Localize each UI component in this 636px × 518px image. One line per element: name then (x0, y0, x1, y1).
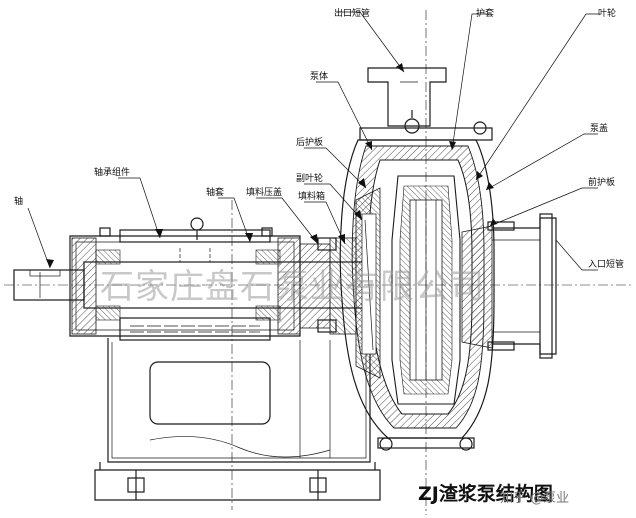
label-stuffing-box: 填料箱 (298, 190, 325, 202)
label-pump-body: 泵体 (310, 70, 328, 82)
label-inlet-pipe: 入口短管 (588, 258, 624, 270)
company-watermark: 石家庄盘石泵业有限公司 (100, 267, 485, 307)
label-bearing-assembly: 轴承组件 (94, 166, 130, 178)
source-watermark: 知乎 @泵业 (500, 490, 569, 506)
arrow-heads (46, 63, 497, 268)
base-pedestal (94, 338, 381, 501)
impeller (391, 175, 461, 405)
rear-liner (355, 187, 381, 379)
diagram-caption: ZJ渣浆泵结构图 (418, 482, 553, 505)
label-rear-liner: 后护板 (296, 136, 323, 148)
label-expeller: 副叶轮 (296, 172, 323, 184)
leader-lines (27, 11, 600, 271)
bearing-assembly (69, 217, 301, 341)
label-impeller: 叶轮 (598, 7, 616, 19)
label-front-liner: 前护板 (588, 176, 615, 188)
label-shaft: 轴 (14, 195, 23, 207)
label-gland: 填料压盖 (246, 186, 282, 198)
label-outlet-pipe: 出口短管 (334, 7, 370, 19)
label-volute-liner: 护套 (476, 7, 494, 19)
label-shaft-sleeve: 轴套 (206, 186, 224, 198)
inlet-assembly (461, 213, 557, 359)
label-pump-cover: 泵盖 (590, 122, 608, 134)
